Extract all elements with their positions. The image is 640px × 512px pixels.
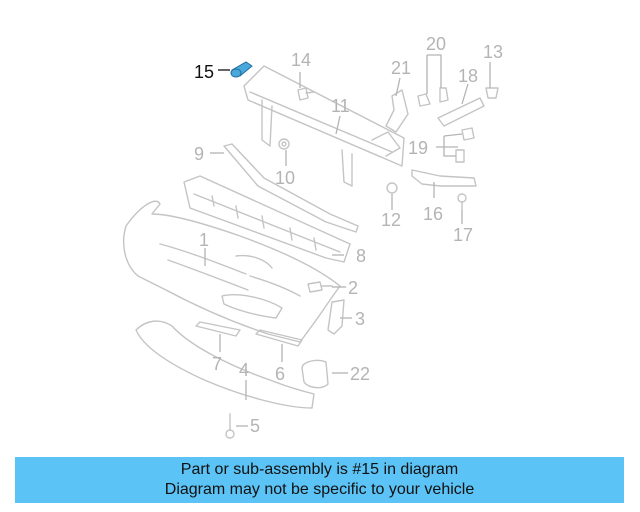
callout-19[interactable]: 19 — [408, 138, 428, 158]
leader-lines — [204, 54, 491, 427]
part-6-bracket — [255, 329, 303, 347]
part-11-reinforcement-bar — [243, 65, 405, 187]
callout-12[interactable]: 12 — [381, 210, 401, 230]
part-3-side-bracket — [327, 299, 345, 335]
callout-15[interactable]: 15 — [194, 62, 214, 82]
callouts: 15 14 11 9 10 21 20 13 18 19 16 12 17 1 … — [194, 34, 503, 436]
part-13-clip — [485, 87, 499, 99]
part-2-clip — [307, 281, 333, 293]
part-4-lower-spoiler — [135, 320, 315, 409]
callout-6[interactable]: 6 — [275, 364, 285, 384]
callout-9[interactable]: 9 — [194, 144, 204, 164]
banner-line-1: Part or sub-assembly is #15 in diagram — [180, 461, 459, 478]
part-10-nut — [278, 138, 290, 150]
part-16-guide-bracket — [411, 169, 477, 187]
part-19-bolts — [455, 127, 475, 163]
part-12-nut — [386, 182, 398, 194]
callout-4[interactable]: 4 — [239, 360, 249, 380]
part-5-screw — [225, 413, 235, 439]
callout-3[interactable]: 3 — [355, 309, 365, 329]
callout-11[interactable]: 11 — [331, 96, 350, 116]
callout-10[interactable]: 10 — [275, 168, 295, 188]
callout-20[interactable]: 20 — [426, 34, 446, 54]
part-20-clips — [417, 87, 449, 107]
part-15-bolt[interactable] — [230, 61, 253, 78]
part-8-energy-absorber — [183, 175, 351, 263]
callout-16[interactable]: 16 — [423, 204, 443, 224]
part-14-bolt — [297, 87, 315, 101]
part-18-guide — [437, 97, 485, 127]
callout-17[interactable]: 17 — [453, 225, 473, 245]
callout-18[interactable]: 18 — [458, 66, 478, 86]
callout-5[interactable]: 5 — [250, 416, 260, 436]
callout-8[interactable]: 8 — [356, 246, 366, 266]
callout-13[interactable]: 13 — [483, 42, 503, 62]
callout-7[interactable]: 7 — [212, 354, 222, 374]
part-22-tow-cover — [301, 359, 329, 389]
part-9-upper-strip — [223, 143, 359, 233]
info-banner: Part or sub-assembly is #15 in diagram D… — [15, 457, 624, 503]
part-7-bracket — [195, 321, 241, 337]
callout-21[interactable]: 21 — [391, 58, 411, 78]
callout-2[interactable]: 2 — [348, 278, 358, 298]
callout-22[interactable]: 22 — [350, 364, 370, 384]
callout-1[interactable]: 1 — [199, 230, 209, 250]
callout-14[interactable]: 14 — [291, 50, 311, 70]
part-17-screw — [457, 193, 467, 211]
part-21-side-mount — [385, 89, 409, 133]
banner-line-2: Diagram may not be specific to your vehi… — [164, 481, 475, 498]
